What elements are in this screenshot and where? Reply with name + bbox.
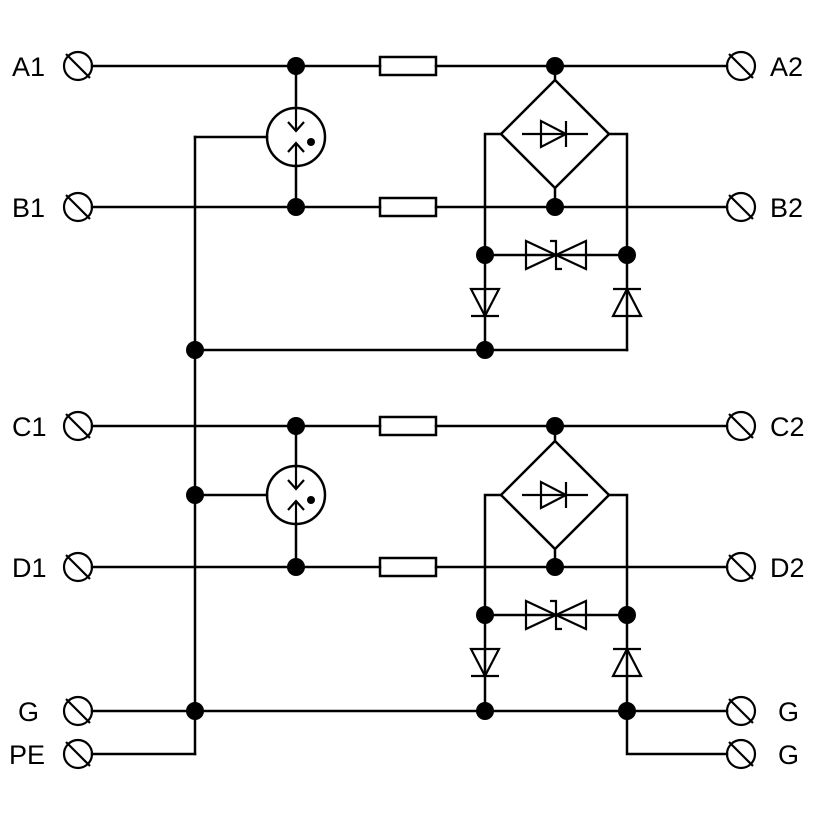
terminal-g-right-1-icon	[725, 695, 757, 727]
channel-ab	[90, 55, 729, 359]
label-a2: A2	[770, 52, 803, 82]
junction-dot	[287, 57, 305, 75]
junction-dot	[287, 198, 305, 216]
resistor-icon	[378, 415, 438, 437]
label-b1: B1	[12, 193, 45, 223]
terminal-c2-icon	[725, 410, 757, 442]
diode-bridge-icon	[483, 424, 629, 617]
resistor-icon	[378, 556, 438, 578]
gas-discharge-arrester-icon	[193, 64, 327, 209]
label-g-right-2: G	[778, 740, 799, 770]
terminal-g-right-2-icon	[725, 738, 757, 770]
label-b2: B2	[770, 193, 803, 223]
label-d2: D2	[770, 553, 805, 583]
diode-icon	[611, 253, 643, 352]
bidirectional-tvs-diode-icon	[483, 239, 629, 271]
junction-dot	[186, 702, 204, 720]
channel-cd	[90, 415, 729, 713]
diode-icon	[469, 613, 501, 713]
junction-dot	[546, 198, 564, 216]
diode-bridge-icon	[483, 64, 629, 257]
ground-bus-wiring	[90, 135, 729, 756]
terminal-pe-icon	[62, 738, 94, 770]
bidirectional-tvs-diode-icon	[483, 599, 629, 631]
junction-dot	[546, 57, 564, 75]
terminal-a1-icon	[62, 50, 94, 82]
diode-icon	[611, 613, 643, 713]
resistor-icon	[378, 55, 438, 77]
terminal-b2-icon	[725, 191, 757, 223]
diode-icon	[469, 253, 501, 352]
label-g-right-1: G	[778, 697, 799, 727]
junction-dot	[618, 702, 636, 720]
label-c2: C2	[770, 412, 805, 442]
label-c1: C1	[12, 412, 47, 442]
junction-dot	[476, 702, 494, 720]
junction-dot	[476, 341, 494, 359]
terminal-g-left-icon	[62, 695, 94, 727]
terminal-b1-icon	[62, 191, 94, 223]
terminal-c1-icon	[62, 410, 94, 442]
resistor-icon	[378, 196, 438, 218]
terminal-d2-icon	[725, 551, 757, 583]
junction-dot	[287, 417, 305, 435]
label-pe: PE	[9, 740, 45, 770]
junction-dot	[546, 558, 564, 576]
junction-dot	[287, 558, 305, 576]
label-a1: A1	[12, 52, 45, 82]
label-d1: D1	[12, 553, 47, 583]
label-g-left: G	[18, 697, 39, 727]
gas-discharge-arrester-icon	[193, 424, 327, 569]
terminal-d1-icon	[62, 551, 94, 583]
terminal-a2-icon	[725, 50, 757, 82]
junction-dot	[546, 417, 564, 435]
